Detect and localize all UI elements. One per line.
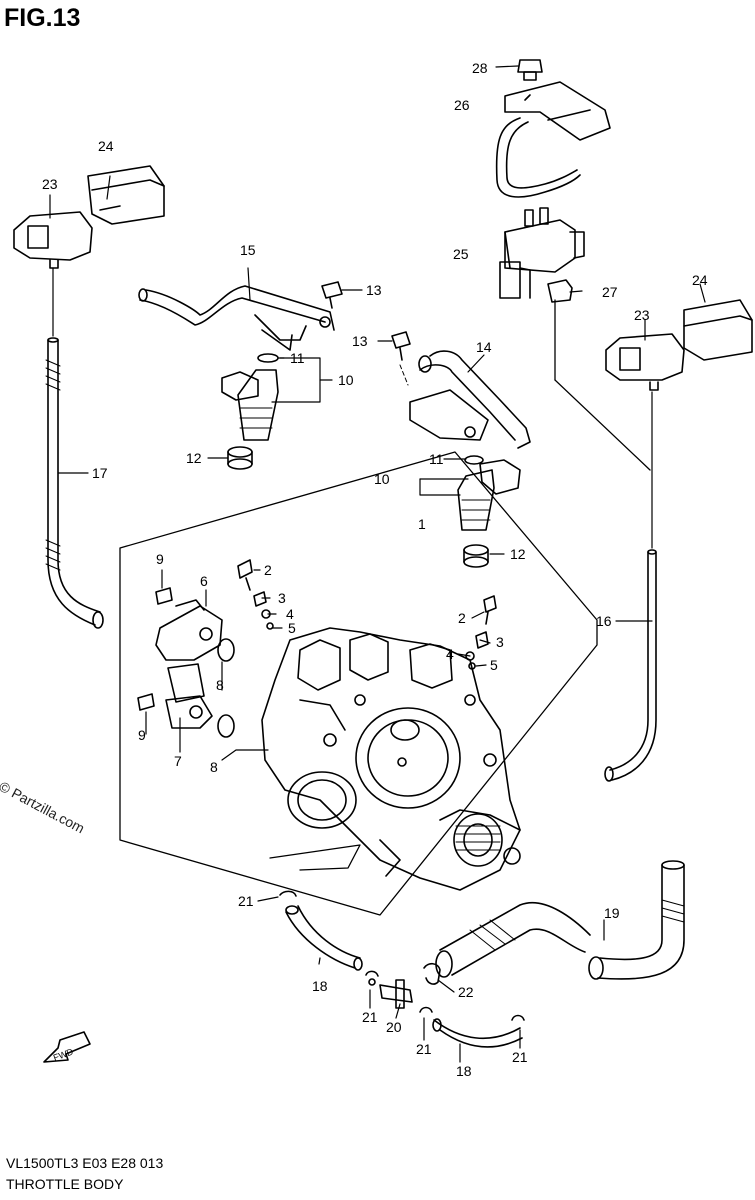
callout-13-upper: 13 <box>366 282 382 298</box>
callout-27: 27 <box>602 284 618 300</box>
callout-24-right: 24 <box>692 272 708 288</box>
fuel-delivery-pipe-15 <box>138 285 335 351</box>
insulator-12-left <box>227 446 253 470</box>
callout-20: 20 <box>386 1019 402 1035</box>
callout-21-c: 21 <box>416 1041 432 1057</box>
callout-11-left: 11 <box>290 350 305 366</box>
fuel-injector-right <box>457 455 521 531</box>
vacuum-hose-17 <box>45 267 104 629</box>
vacuum-hose-18-left <box>285 905 363 971</box>
screw-13-upper <box>321 281 343 309</box>
throttle-position-sensor-6 <box>155 599 223 661</box>
callout-26: 26 <box>454 97 470 113</box>
callout-24-left: 24 <box>98 138 114 154</box>
idle-speed-sensor-7 <box>165 663 213 729</box>
bracket-26 <box>504 81 611 141</box>
callout-5-upper: 5 <box>288 620 296 636</box>
callout-5-lower: 5 <box>490 657 498 673</box>
callout-7: 7 <box>174 753 182 769</box>
fasteners-2-5-upper <box>237 559 274 630</box>
callout-28: 28 <box>472 60 488 76</box>
callout-3-lower: 3 <box>496 634 504 650</box>
hose-clip-22 <box>423 962 441 985</box>
callout-18-right: 18 <box>456 1063 472 1079</box>
callout-labels: 28 26 25 27 24 23 24 23 15 13 13 14 11 1… <box>42 60 708 1079</box>
callout-21-b: 21 <box>362 1009 378 1025</box>
callout-11-right: 11 <box>429 451 444 467</box>
o-rings-8 <box>217 638 235 738</box>
vacuum-hose-16 <box>604 391 657 782</box>
callout-13-lower: 13 <box>352 333 368 349</box>
t-joint-20 <box>368 978 413 1009</box>
callout-23-right: 23 <box>634 307 650 323</box>
callout-25: 25 <box>453 246 469 262</box>
fuel-injector-left <box>221 353 279 441</box>
vacuum-hose-loop <box>495 117 581 198</box>
callout-22: 22 <box>458 984 474 1000</box>
screw-13-lower <box>391 331 411 386</box>
vacuum-hose-19 <box>588 860 685 980</box>
hose-clips-21 <box>279 890 525 1021</box>
callout-1: 1 <box>418 516 426 532</box>
figure-title: FIG.13 <box>4 4 81 32</box>
callout-8-lower: 8 <box>210 759 218 775</box>
callout-9-upper: 9 <box>156 551 164 567</box>
callout-8-upper: 8 <box>216 677 224 693</box>
callout-19: 19 <box>604 905 620 921</box>
solenoid-valve-25 <box>499 207 585 299</box>
callout-4-lower: 4 <box>446 646 454 662</box>
callout-12-right: 12 <box>510 546 526 562</box>
callout-4-upper: 4 <box>286 606 294 622</box>
fwd-arrow-icon <box>43 1031 91 1063</box>
fuel-hose-center <box>435 902 591 978</box>
connector-cover-24-right <box>683 299 753 361</box>
callout-2-lower: 2 <box>458 610 466 626</box>
callout-6: 6 <box>200 573 208 589</box>
callout-17: 17 <box>92 465 108 481</box>
callout-15: 15 <box>240 242 256 258</box>
vacuum-hose-18-right <box>432 1018 523 1048</box>
fuel-delivery-pipe-14 <box>409 350 531 449</box>
leader-lines <box>49 65 706 1063</box>
map-sensor-23-left <box>13 211 93 269</box>
clip-27 <box>547 279 573 303</box>
callout-16: 16 <box>596 613 612 629</box>
fasteners-2-5-lower <box>465 595 497 670</box>
callout-12-left: 12 <box>186 450 202 466</box>
callout-2-upper: 2 <box>264 562 272 578</box>
connector-cover-24-left <box>87 165 165 225</box>
map-sensor-23-right <box>605 333 685 391</box>
callout-10-left: 10 <box>338 372 354 388</box>
callout-23-left: 23 <box>42 176 58 192</box>
throttle-body <box>261 627 521 891</box>
assembly-boundary-lines <box>119 299 651 916</box>
footer-title: THROTTLE BODY <box>6 1176 124 1192</box>
screws-9 <box>137 587 173 711</box>
callout-14: 14 <box>476 339 492 355</box>
flange-bolt-28 <box>517 59 543 81</box>
callout-18-left: 18 <box>312 978 328 994</box>
callout-21-a: 21 <box>238 893 254 909</box>
callout-10-right: 10 <box>374 471 390 487</box>
callout-9-lower: 9 <box>138 727 146 743</box>
callout-21-d: 21 <box>512 1049 528 1065</box>
insulator-12-right <box>463 544 489 568</box>
callout-3-upper: 3 <box>278 590 286 606</box>
footer-code: VL1500TL3 E03 E28 013 <box>6 1155 164 1171</box>
